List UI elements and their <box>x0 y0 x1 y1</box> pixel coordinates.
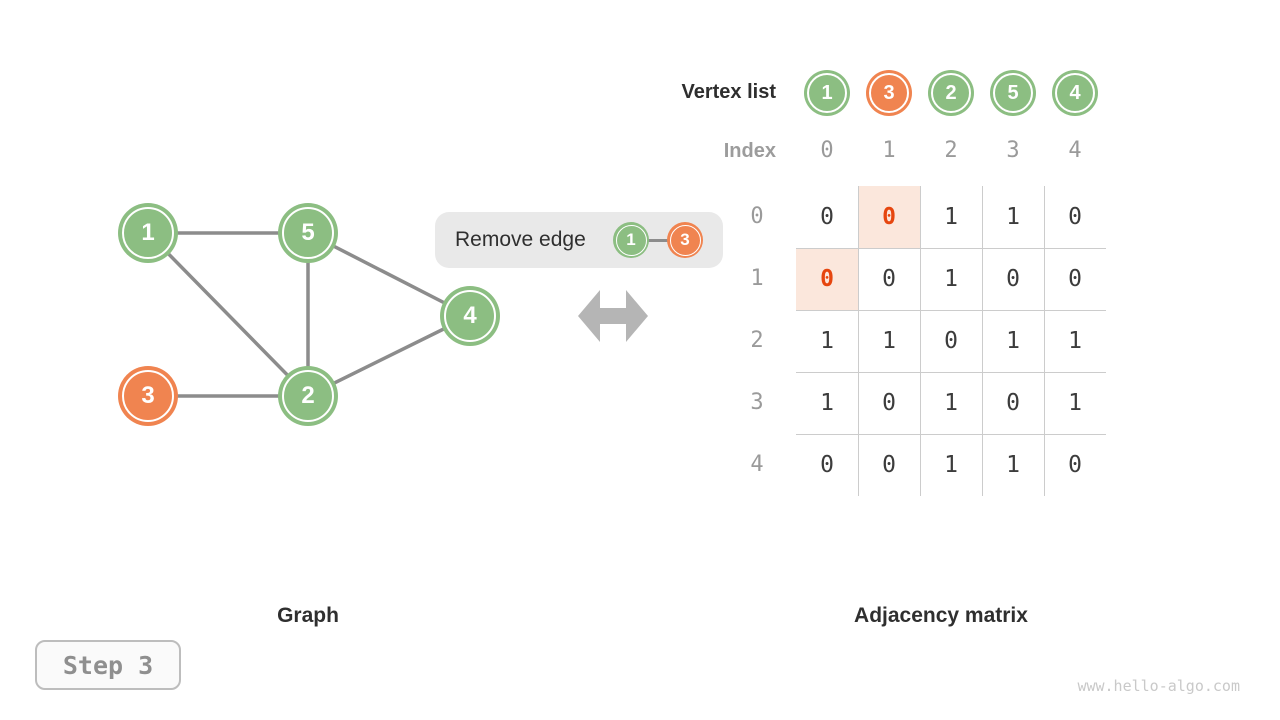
vertex-circle-5: 5 <box>990 70 1036 116</box>
matrix-cell: 1 <box>944 204 958 230</box>
matrix-cell: 1 <box>944 452 958 478</box>
vertex-circle-label: 5 <box>1007 81 1019 104</box>
matrix-cell: 1 <box>820 390 834 416</box>
matrix-cell: 1 <box>1006 204 1020 230</box>
index-value: 3 <box>1006 138 1020 163</box>
matrix-cell: 0 <box>882 452 896 478</box>
grid-line-vertical <box>1043 186 1045 496</box>
vertex-list-label: Vertex list <box>681 81 776 103</box>
graph-node-2: 2 <box>278 366 338 426</box>
matrix-cell: 0 <box>1006 266 1020 292</box>
vertex-circle-label: 3 <box>883 81 895 104</box>
index-value: 1 <box>882 138 896 163</box>
matrix-cell: 0 <box>1006 390 1020 416</box>
matrix-cell: 1 <box>1006 328 1020 354</box>
grid-line-horizontal <box>796 372 1106 373</box>
edge-1-2 <box>146 231 310 398</box>
vertex-circle-4: 4 <box>1052 70 1098 116</box>
graph-caption: Graph <box>277 604 339 627</box>
matrix-cell: 1 <box>882 328 896 354</box>
matrix-cell: 1 <box>944 390 958 416</box>
graph-node-1: 1 <box>118 203 178 263</box>
grid-line-horizontal <box>796 310 1106 311</box>
vertex-circle-label: 1 <box>821 81 833 104</box>
matrix-cell: 0 <box>1068 204 1082 230</box>
mini-edge-line <box>631 238 685 242</box>
step-badge-label: Step 3 <box>62 650 154 680</box>
graph-node-5: 5 <box>278 203 338 263</box>
grid-line-vertical <box>919 186 921 496</box>
matrix-cell: 0 <box>882 390 896 416</box>
vertex-circle-1: 1 <box>804 70 850 116</box>
graph-node-label: 1 <box>141 219 155 246</box>
remove-edge-box: Remove edge 1 3 <box>435 212 723 268</box>
matrix-cell: 0 <box>1068 266 1082 292</box>
mini-node-label: 1 <box>626 230 636 249</box>
graph-node-label: 5 <box>301 219 315 246</box>
matrix-cell-highlighted: 0 <box>796 248 858 310</box>
operation-label: Remove edge <box>455 228 586 251</box>
grid-line-horizontal <box>796 434 1106 435</box>
vertex-circle-label: 2 <box>945 81 957 104</box>
matrix-cell: 1 <box>1068 390 1082 416</box>
matrix-cell: 0 <box>944 328 958 354</box>
hello-algo-watermark: www.hello-algo.com <box>1077 677 1240 695</box>
grid-line-horizontal <box>796 248 1106 249</box>
matrix-caption: Adjacency matrix <box>854 604 1028 627</box>
grid-line-vertical <box>981 186 983 496</box>
matrix-cell: 0 <box>882 266 896 292</box>
step-badge: Step 3 <box>35 640 181 690</box>
matrix-row-label: 4 <box>750 452 764 477</box>
matrix-row-label: 1 <box>750 266 764 291</box>
vertex-circle-2: 2 <box>928 70 974 116</box>
graph-node-label: 2 <box>301 382 315 409</box>
graph-node-label: 3 <box>141 382 155 409</box>
matrix-row-label: 0 <box>750 204 764 229</box>
matrix-row-label: 2 <box>750 328 764 353</box>
index-label: Index <box>723 140 776 162</box>
matrix-cell: 1 <box>1068 328 1082 354</box>
index-value: 4 <box>1068 138 1082 163</box>
index-value: 0 <box>820 138 834 163</box>
matrix-cell-highlighted: 0 <box>858 186 920 248</box>
mini-node-label: 3 <box>680 230 690 249</box>
index-value: 2 <box>944 138 958 163</box>
matrix-cell: 1 <box>944 266 958 292</box>
mini-node-3: 3 <box>667 222 703 258</box>
matrix-cell: 1 <box>820 328 834 354</box>
adjacency-matrix: 0 0 1 1 0 0 0 1 0 0 1 1 0 1 1 1 0 1 0 1 … <box>796 186 1106 496</box>
matrix-cell: 0 <box>1068 452 1082 478</box>
vertex-circle-label: 4 <box>1069 81 1081 104</box>
matrix-row-label: 3 <box>750 390 764 415</box>
matrix-cell: 0 <box>820 452 834 478</box>
graph-node-4: 4 <box>440 286 500 346</box>
vertex-circle-3: 3 <box>866 70 912 116</box>
grid-line-vertical <box>857 186 859 496</box>
matrix-cell: 0 <box>820 204 834 230</box>
mini-node-1: 1 <box>613 222 649 258</box>
graph-node-label: 4 <box>463 302 477 329</box>
swap-arrow-icon <box>578 290 648 342</box>
matrix-cell: 1 <box>1006 452 1020 478</box>
graph-node-3: 3 <box>118 366 178 426</box>
